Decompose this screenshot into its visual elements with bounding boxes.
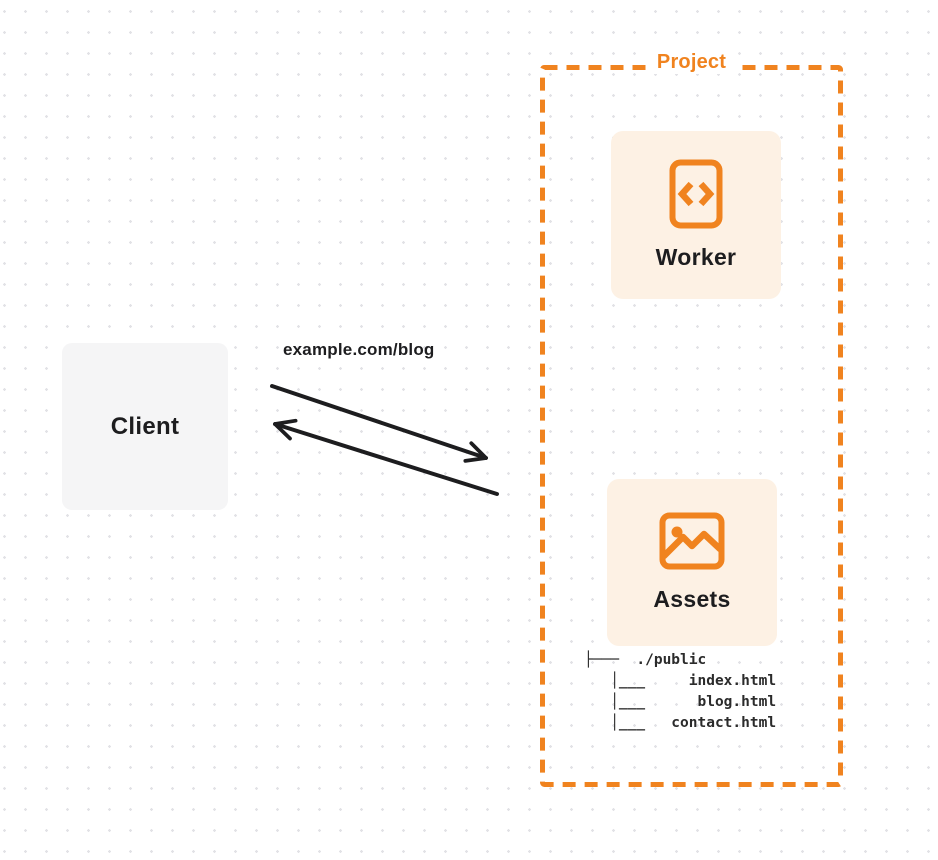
request-url-label: example.com/blog <box>283 340 435 359</box>
request-arrow <box>270 384 488 463</box>
client-node: Client <box>62 343 228 510</box>
worker-node: Worker <box>611 131 781 299</box>
assets-file-tree: ├─── ./public │___ index.html │___ blog.… <box>584 650 776 734</box>
client-label: Client <box>110 412 180 440</box>
assets-node: Assets <box>607 479 777 646</box>
project-container: Project Worker Assets ├─── ./public │___… <box>540 51 843 787</box>
file-tree-line: │___ blog.html <box>584 694 777 710</box>
worker-label: Worker <box>655 244 737 270</box>
image-icon <box>659 512 725 570</box>
file-tree-line: │___ index.html <box>584 673 777 689</box>
file-tree-line: ├─── ./public <box>584 652 707 668</box>
assets-label: Assets <box>653 586 731 612</box>
response-arrow <box>273 418 499 496</box>
file-tree-line: │___ contact.html <box>584 715 777 731</box>
request-response-arrows <box>270 384 499 496</box>
project-label: Project <box>648 51 735 74</box>
code-document-icon <box>669 159 723 229</box>
